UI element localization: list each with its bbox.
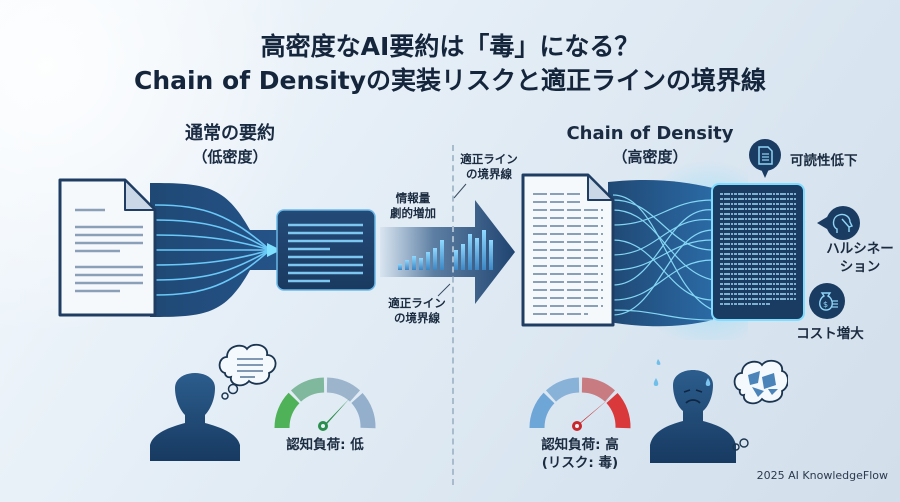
low-density-flow-diagram (58, 178, 376, 317)
risk-cost-label: コスト増大 (796, 326, 864, 342)
leader-line-top (453, 183, 467, 199)
boundary-label-top: 適正ライン の境界線 (453, 152, 525, 182)
boundary-label-bottom: 適正ライン の境界線 (382, 296, 452, 326)
readability-risk-icon (749, 139, 781, 178)
boundary-bottom-line1: 適正ライン (388, 296, 446, 310)
svg-text:$: $ (823, 300, 828, 309)
info-label-line1: 情報量 (395, 191, 431, 205)
hallucination-line2: ション (839, 259, 881, 275)
risk-hallucination-label: ハルシネー ション (820, 240, 900, 276)
boundary-top-line2: の境界線 (466, 167, 512, 181)
footer-credit: 2025 AI KnowledgeFlow (756, 469, 888, 482)
cognitive-load-high-gauge-icon (529, 377, 631, 431)
left-section-heading: 通常の要約 （低密度） (150, 122, 310, 168)
stressed-person-icon (650, 359, 788, 463)
boundary-bottom-line2: の境界線 (394, 311, 440, 325)
calm-person-icon (150, 343, 277, 461)
info-label-line2: 劇的増加 (390, 206, 436, 220)
cognitive-load-high-text: 認知負荷: 高 (541, 437, 619, 453)
risk-toxic-text: (リスク: 毒) (541, 455, 619, 471)
left-heading-text: 通常の要約 (185, 123, 275, 144)
right-section-heading: Chain of Density （高密度） (555, 122, 745, 168)
leader-line-bottom (437, 283, 451, 297)
dense-summary-card-icon (710, 183, 806, 321)
info-increase-label: 情報量 劇的増加 (388, 191, 438, 221)
summary-card-icon (276, 209, 376, 291)
title-line-2: Chain of Densityの実装リスクと適正ラインの境界線 (133, 66, 767, 95)
cognitive-load-low-label: 認知負荷: 低 (286, 437, 364, 453)
boundary-dashed-line (452, 145, 454, 485)
left-subheading-text: （低密度） (192, 148, 268, 166)
right-subheading-text: （高密度） (612, 148, 688, 166)
source-document-icon-dense (521, 173, 615, 327)
bar-chart-icon (398, 230, 493, 270)
information-increase-arrow (380, 200, 515, 304)
hallucination-line1: ハルシネー (826, 241, 894, 257)
source-document-icon (58, 178, 157, 317)
cognitive-load-low-gauge-icon (274, 377, 376, 431)
boundary-top-line1: 適正ライン (460, 152, 518, 166)
cognitive-load-high-label: 認知負荷: 高 (リスク: 毒) (530, 436, 630, 472)
right-heading-text: Chain of Density (566, 123, 734, 144)
cost-risk-money-bag-icon: $ (809, 283, 845, 319)
title-line-1: 高密度なAI要約は「毒」になる？ (260, 32, 640, 61)
page-title: 高密度なAI要約は「毒」になる？ Chain of Densityの実装リスクと… (0, 30, 900, 98)
risk-readability-label: 可読性低下 (790, 153, 858, 169)
hallucination-risk-icon (817, 206, 860, 240)
